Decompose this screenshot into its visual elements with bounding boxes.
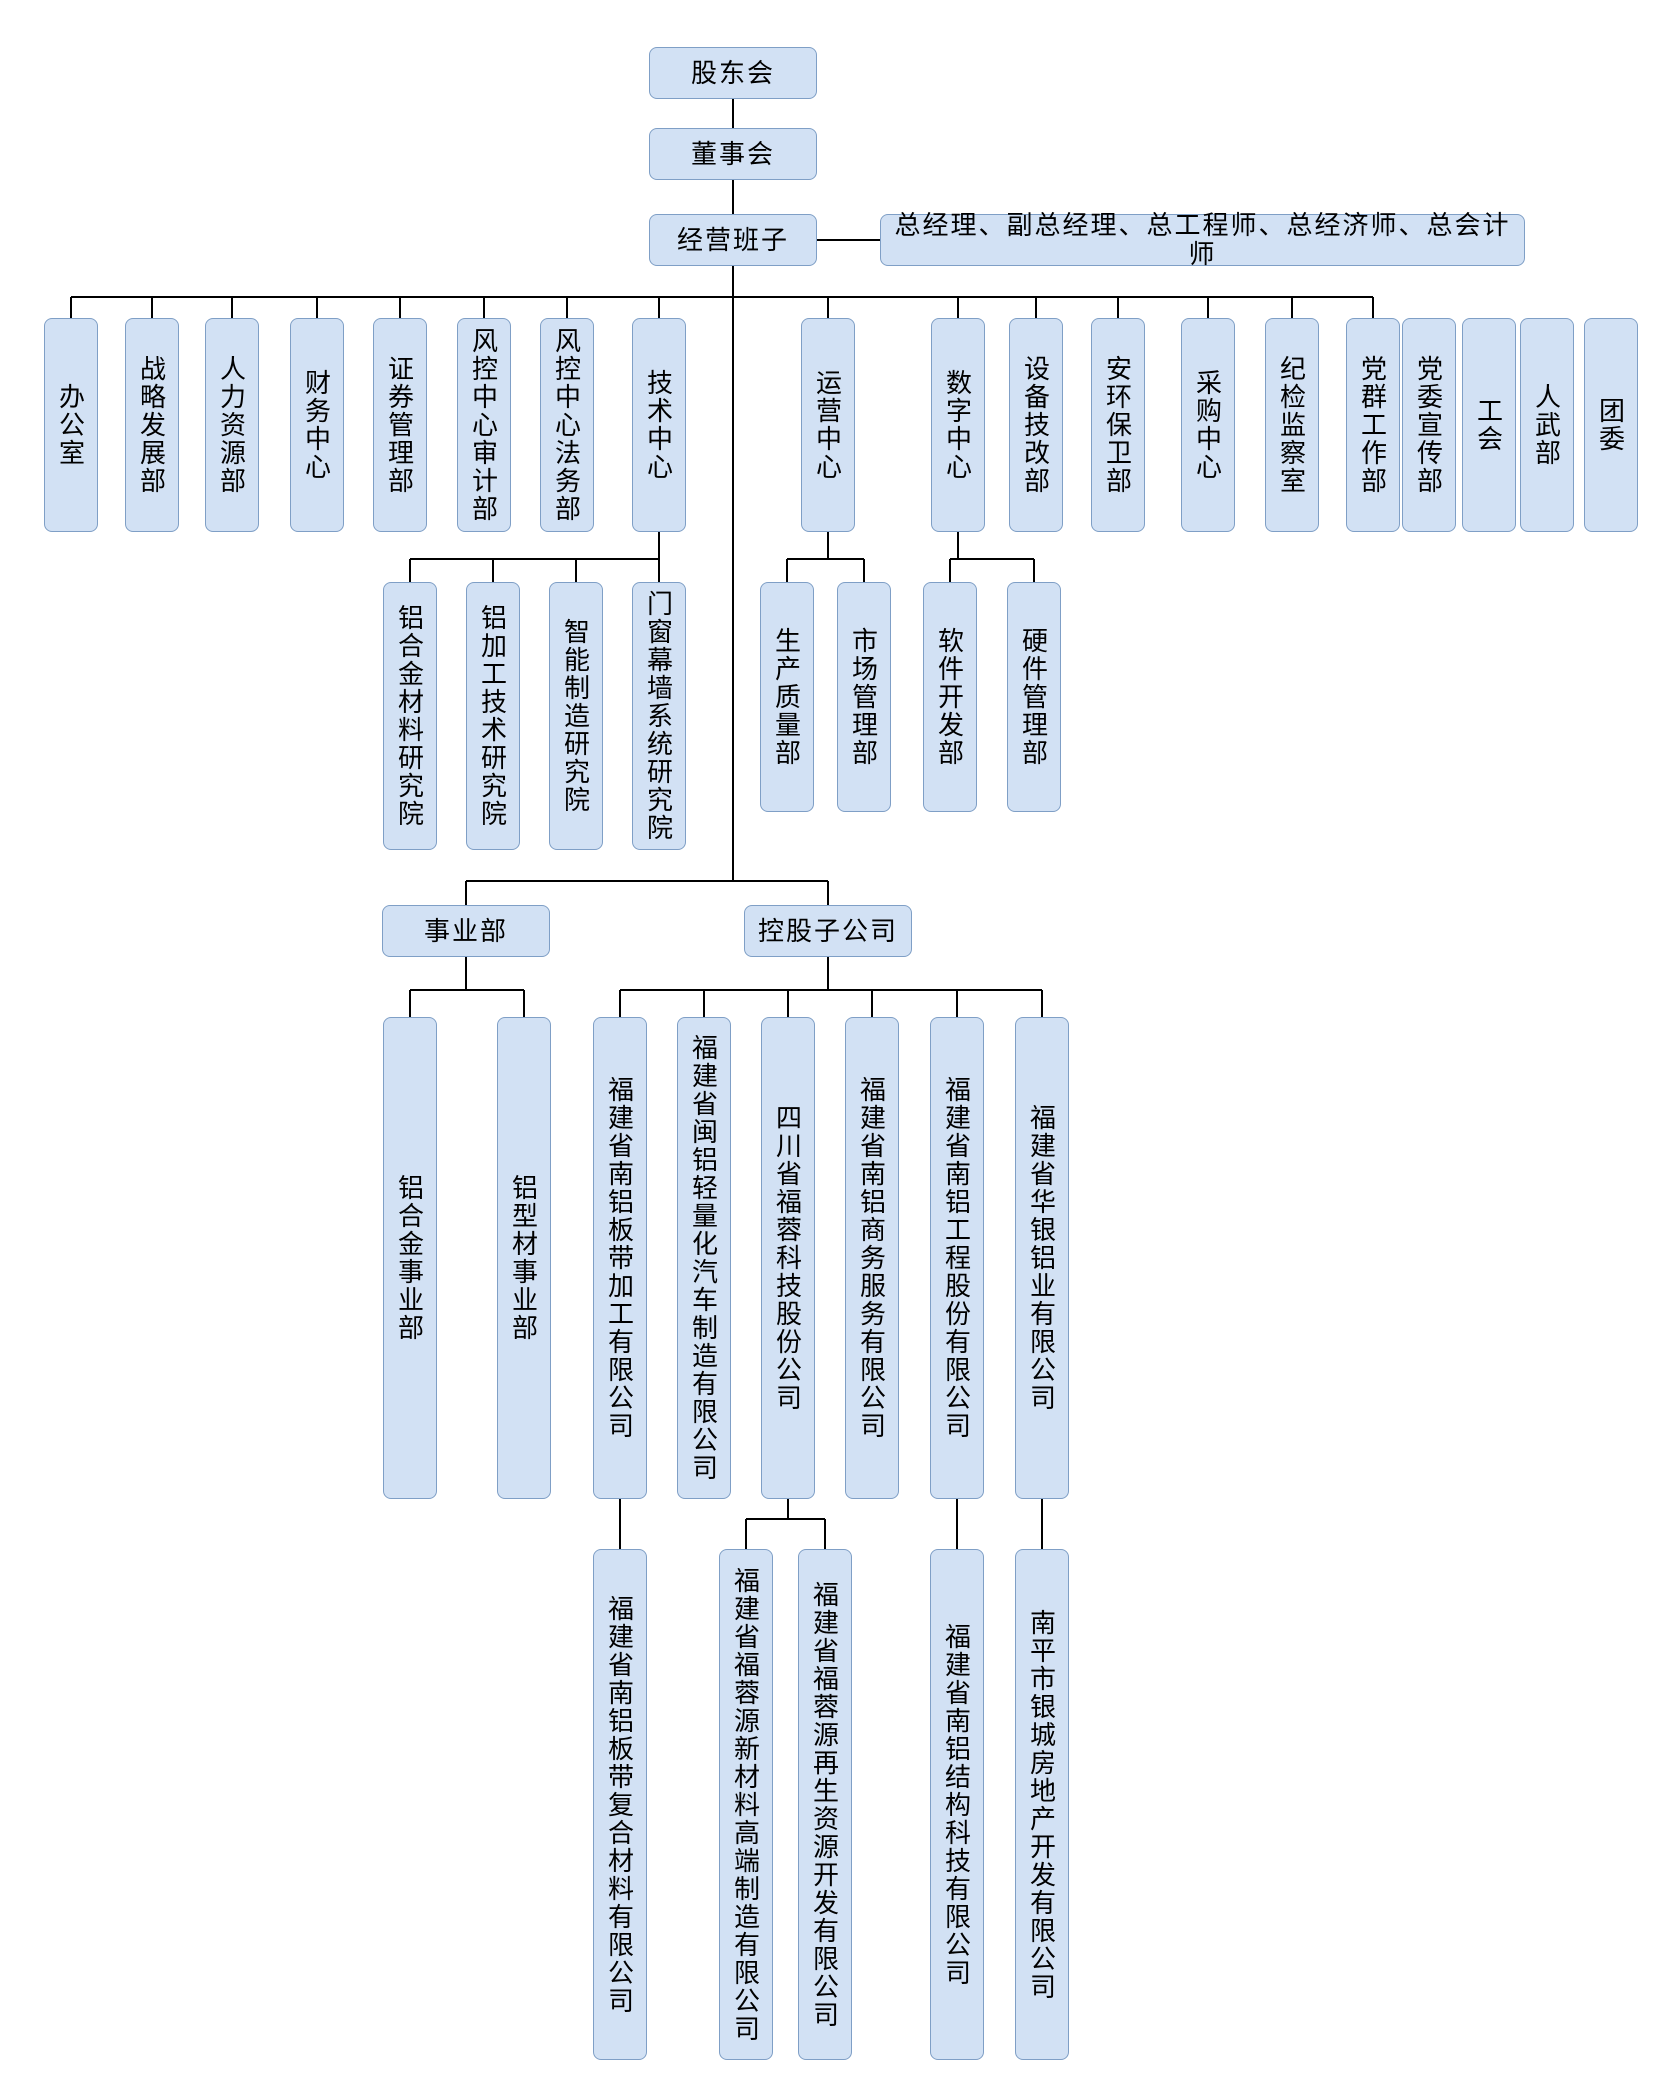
node-aluminum-alloy-materials-institute: 铝合金材料研究院 [383, 582, 437, 850]
node-hardware-management: 硬件管理部 [1007, 582, 1061, 812]
node-market-management: 市场管理部 [837, 582, 891, 812]
node-discipline-inspection-office: 纪检监察室 [1265, 318, 1319, 532]
node-huayin-aluminum: 福建省华银铝业有限公司 [1015, 1017, 1069, 1499]
node-aluminum-profile-division: 铝型材事业部 [497, 1017, 551, 1499]
node-human-resources: 人力资源部 [205, 318, 259, 532]
node-intelligent-manufacturing-institute: 智能制造研究院 [549, 582, 603, 850]
node-office: 办公室 [44, 318, 98, 532]
node-nanlv-engineering: 福建省南铝工程股份有限公司 [930, 1017, 984, 1499]
node-technology-center: 技术中心 [632, 318, 686, 532]
node-production-quality: 生产质量部 [760, 582, 814, 812]
node-nanlv-sheet-strip-processing: 福建省南铝板带加工有限公司 [593, 1017, 647, 1499]
node-digital-center: 数字中心 [931, 318, 985, 532]
node-peoples-armed-forces: 人武部 [1520, 318, 1574, 532]
node-strategic-development: 战略发展部 [125, 318, 179, 532]
node-business-division: 事业部 [382, 905, 550, 957]
node-operations-center: 运营中心 [801, 318, 855, 532]
node-management-team: 经营班子 [649, 214, 817, 266]
node-shareholders-meeting: 股东会 [649, 47, 817, 99]
node-youth-league: 团委 [1584, 318, 1638, 532]
node-equipment-technical-reform: 设备技改部 [1009, 318, 1063, 532]
node-securities-management: 证券管理部 [373, 318, 427, 532]
node-nanlv-business-service: 福建省南铝商务服务有限公司 [845, 1017, 899, 1499]
node-aluminum-alloy-division: 铝合金事业部 [383, 1017, 437, 1499]
node-curtain-wall-system-institute: 门窗幕墙系统研究院 [632, 582, 686, 850]
node-nanlv-structure-technology: 福建省南铝结构科技有限公司 [930, 1549, 984, 2060]
node-labor-union: 工会 [1462, 318, 1516, 532]
node-board-of-directors: 董事会 [649, 128, 817, 180]
node-nanlv-composite-materials: 福建省南铝板带复合材料有限公司 [593, 1549, 647, 2060]
node-minlv-lightweight-auto: 福建省闽铝轻量化汽车制造有限公司 [677, 1017, 731, 1499]
node-risk-control-legal: 风控中心法务部 [540, 318, 594, 532]
node-executives: 总经理、副总经理、总工程师、总经济师、总会计师 [880, 211, 1525, 268]
node-software-development: 软件开发部 [923, 582, 977, 812]
node-aluminum-processing-institute: 铝加工技术研究院 [466, 582, 520, 850]
node-party-mass-work: 党群工作部 [1346, 318, 1400, 532]
node-holding-subsidiaries: 控股子公司 [744, 905, 912, 957]
node-furong-technology: 四川省福蓉科技股份公司 [761, 1017, 815, 1499]
node-procurement-center: 采购中心 [1181, 318, 1235, 532]
node-safety-environment-security: 安环保卫部 [1091, 318, 1145, 532]
node-risk-control-audit: 风控中心审计部 [457, 318, 511, 532]
node-finance-center: 财务中心 [290, 318, 344, 532]
node-party-committee-publicity: 党委宣传部 [1402, 318, 1456, 532]
node-furongyuan-new-materials: 福建省福蓉源新材料高端制造有限公司 [719, 1549, 773, 2060]
node-furongyuan-recycling: 福建省福蓉源再生资源开发有限公司 [798, 1549, 852, 2060]
node-yincheng-real-estate: 南平市银城房地产开发有限公司 [1015, 1549, 1069, 2060]
